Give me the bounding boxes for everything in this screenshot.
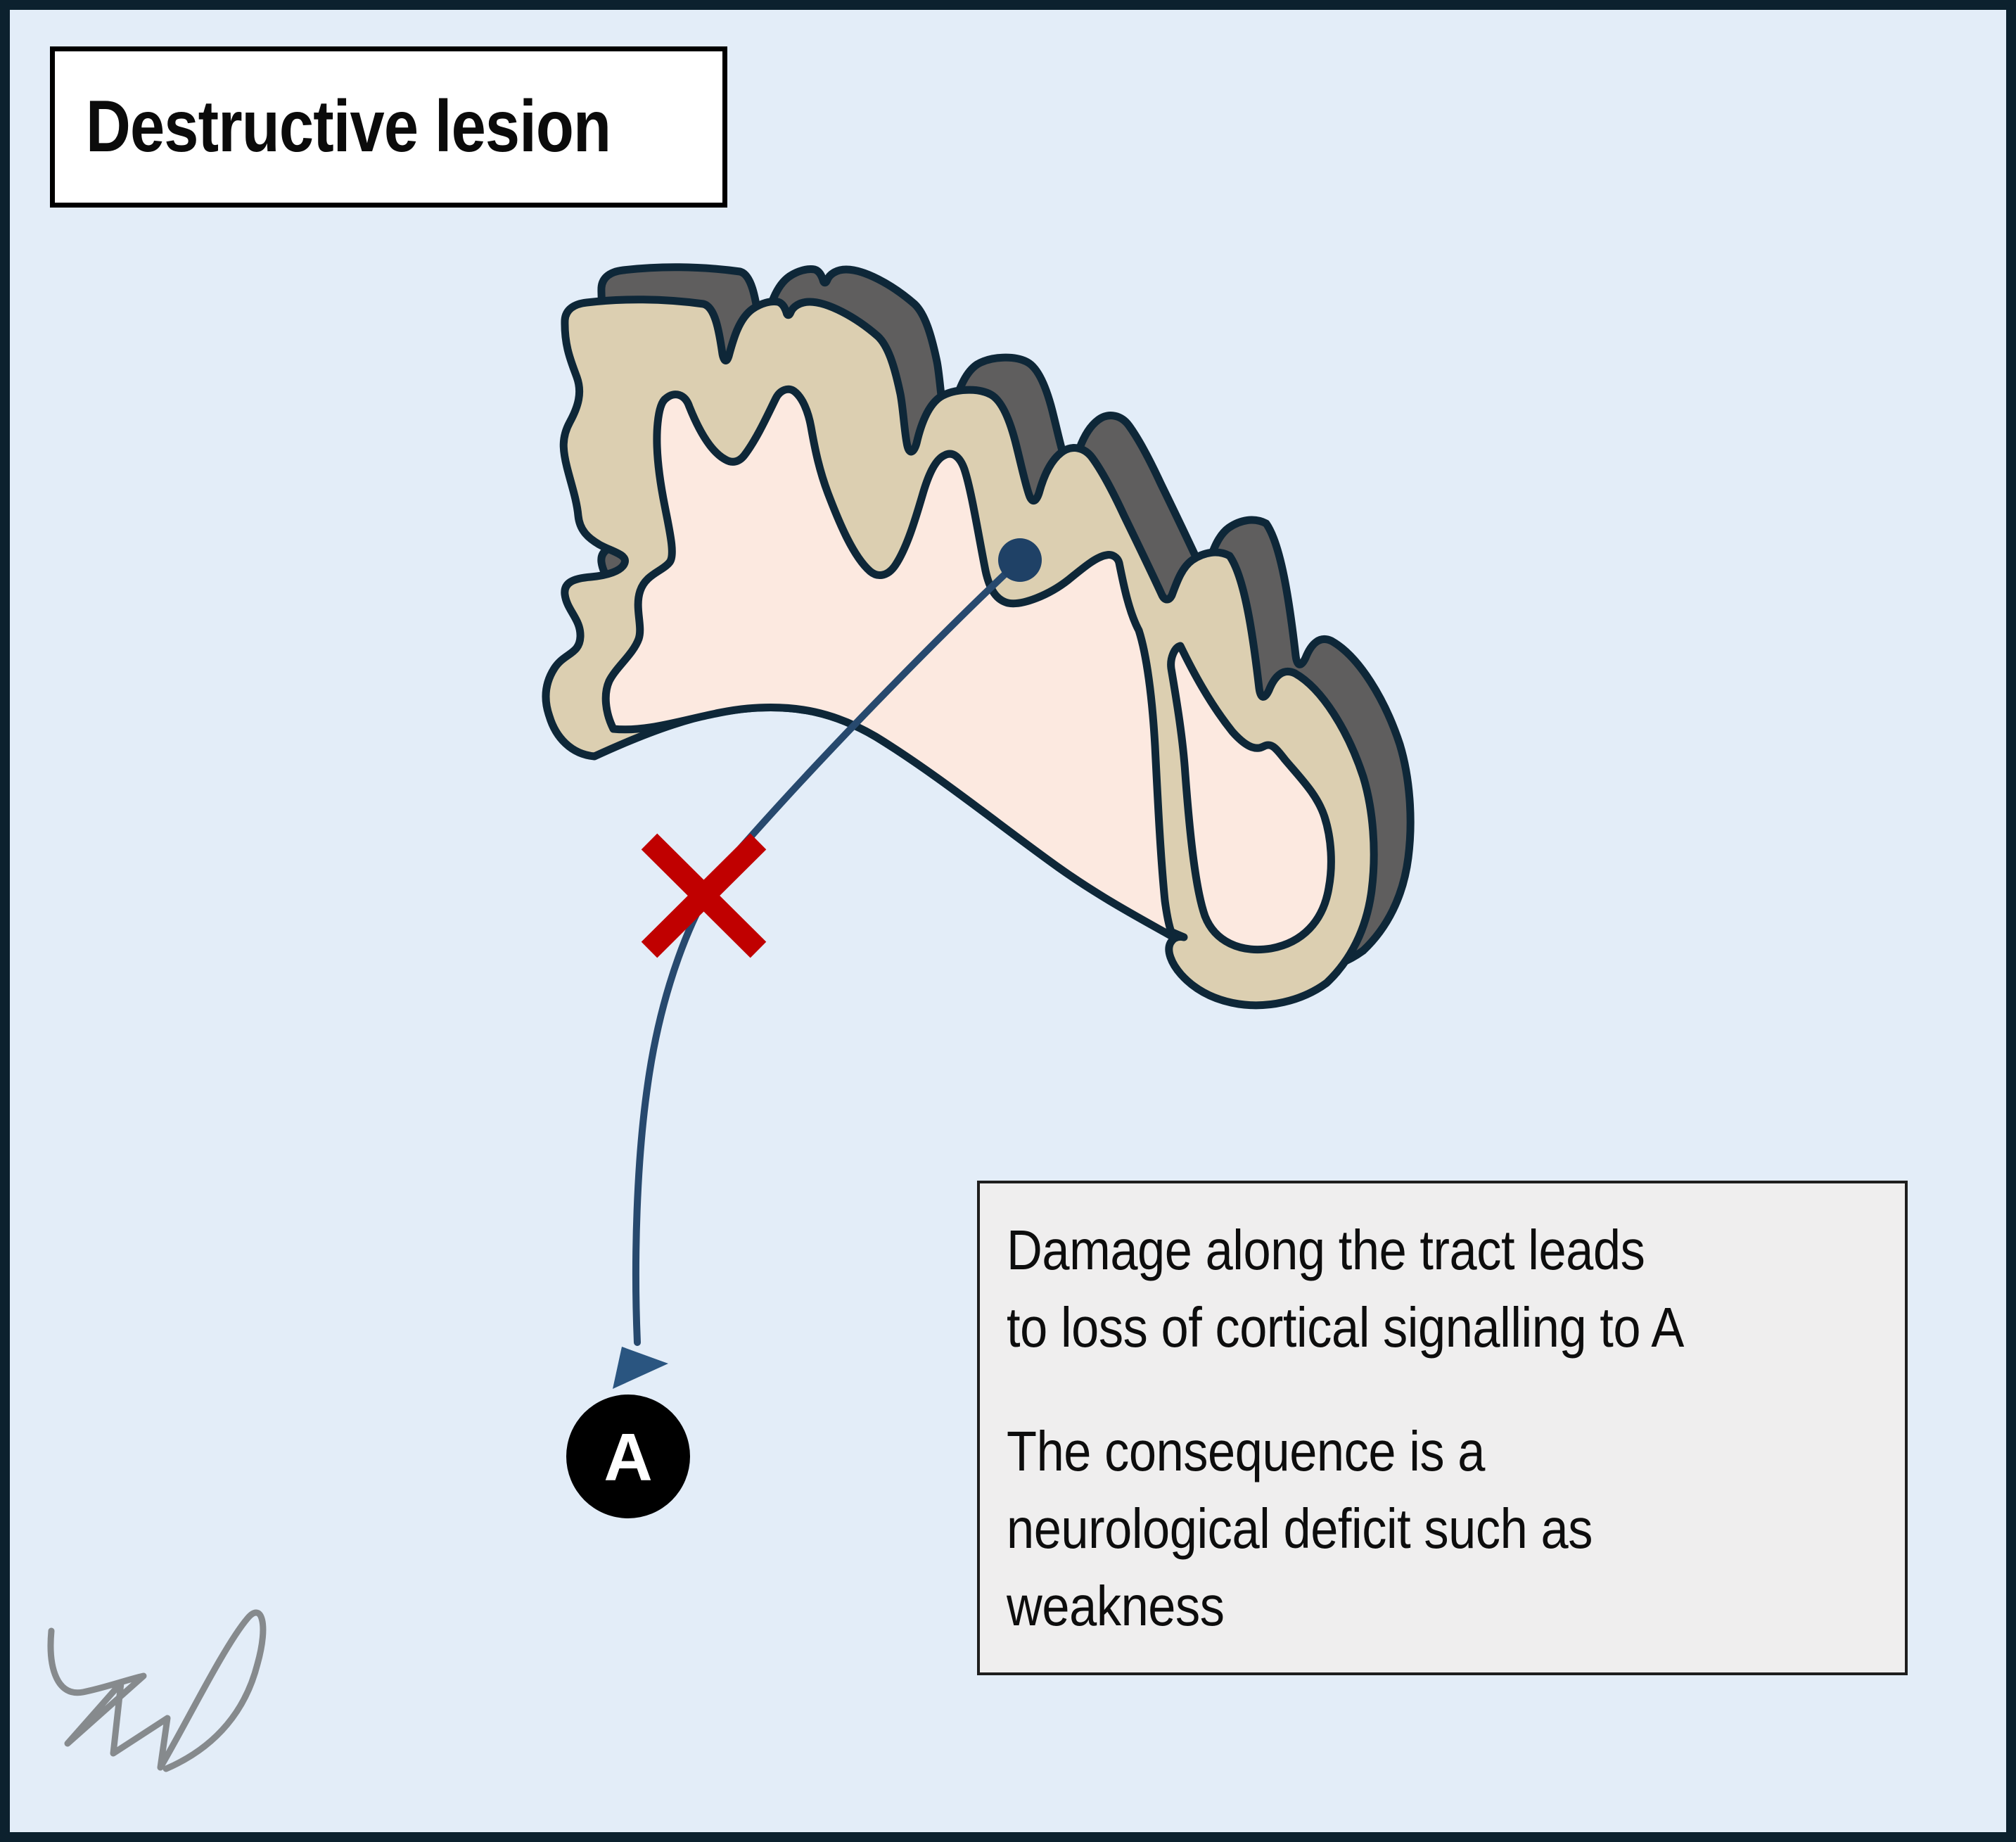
page-title: Destructive lesion <box>86 86 611 167</box>
cortex-curl-lobe <box>1167 642 1335 954</box>
target-a-circle <box>566 1395 690 1518</box>
note-box: Damage along the tract leads to loss of … <box>977 1181 1908 1675</box>
note-text: Damage along the tract leads to loss of … <box>1007 1212 1785 1645</box>
axon-tract-line <box>632 557 1023 1346</box>
signature-squiggle-icon <box>47 1609 267 1772</box>
note-line: neurological deficit such as <box>1007 1497 1593 1560</box>
cortex-white-matter <box>601 385 1178 941</box>
title-box: Destructive lesion <box>50 46 727 208</box>
lesion-x-icon <box>641 833 767 958</box>
note-line: to loss of cortical signalling to A <box>1007 1296 1684 1359</box>
neuron-soma-dot <box>998 538 1042 582</box>
note-line: weakness <box>1007 1575 1225 1637</box>
note-line: The consequence is a <box>1007 1420 1486 1482</box>
note-paragraph-1: Damage along the tract leads to loss of … <box>1007 1212 1785 1366</box>
synapse-arrowhead-icon <box>613 1347 668 1389</box>
note-line: Damage along the tract leads <box>1007 1219 1645 1281</box>
note-paragraph-2: The consequence is a neurological defici… <box>1007 1413 1785 1645</box>
target-a-label: A <box>604 1420 652 1495</box>
